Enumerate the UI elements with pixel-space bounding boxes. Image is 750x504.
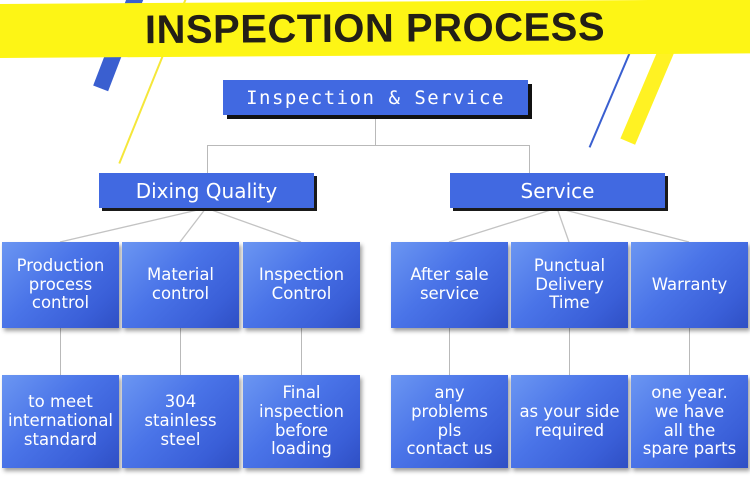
node-inspection-and-service[interactable]: Inspection & Service: [223, 80, 528, 115]
connector-dixing-to-production: [59, 207, 207, 243]
node-label: Inspection & Service: [246, 86, 505, 109]
node-label: as your side required: [519, 401, 620, 440]
node-label: After sale service: [410, 265, 489, 303]
node-after-sale-service[interactable]: After sale service: [391, 242, 508, 328]
node-label: 304 stainless steel: [144, 392, 217, 449]
node-production-process-control[interactable]: Production process control: [2, 242, 119, 328]
node-final-inspection-before-loading[interactable]: Final inspection before loading: [243, 375, 360, 468]
node-dixing-quality[interactable]: Dixing Quality: [99, 173, 314, 208]
node-label: Inspection Control: [258, 265, 345, 303]
node-material-control[interactable]: Material control: [122, 242, 239, 328]
node-label: Dixing Quality: [135, 178, 278, 203]
node-label: Punctual Delivery Time: [533, 255, 606, 313]
node-any-problems-contact-us[interactable]: any problems pls contact us: [391, 375, 508, 468]
node-label: any problems pls contact us: [406, 382, 493, 459]
node-one-year-spare-parts[interactable]: one year. we have all the spare parts: [631, 375, 748, 468]
node-label: Service: [520, 178, 595, 203]
node-warranty[interactable]: Warranty: [631, 242, 748, 328]
node-service[interactable]: Service: [450, 173, 665, 208]
node-as-your-side-required[interactable]: as your side required: [511, 375, 628, 468]
node-label: Production process control: [16, 255, 105, 313]
connector-dixing-to-inspection: [205, 207, 302, 243]
node-label: one year. we have all the spare parts: [642, 382, 737, 459]
node-label: Material control: [146, 265, 215, 303]
connector-service-to-warranty: [556, 207, 690, 243]
node-inspection-control[interactable]: Inspection Control: [243, 242, 360, 328]
connector-service-to-delivery: [556, 207, 570, 243]
node-punctual-delivery-time[interactable]: Punctual Delivery Time: [511, 242, 628, 328]
page-title: INSPECTION PROCESS: [144, 5, 606, 53]
connector-service-to-aftersale: [448, 207, 558, 243]
connector-dixing-to-material: [179, 207, 207, 243]
title-banner: INSPECTION PROCESS: [0, 0, 750, 58]
node-label: to meet international standard: [7, 392, 114, 449]
node-304-stainless-steel[interactable]: 304 stainless steel: [122, 375, 239, 468]
node-international-standard[interactable]: to meet international standard: [2, 375, 119, 468]
node-label: Warranty: [651, 274, 728, 294]
node-label: Final inspection before loading: [259, 382, 344, 459]
